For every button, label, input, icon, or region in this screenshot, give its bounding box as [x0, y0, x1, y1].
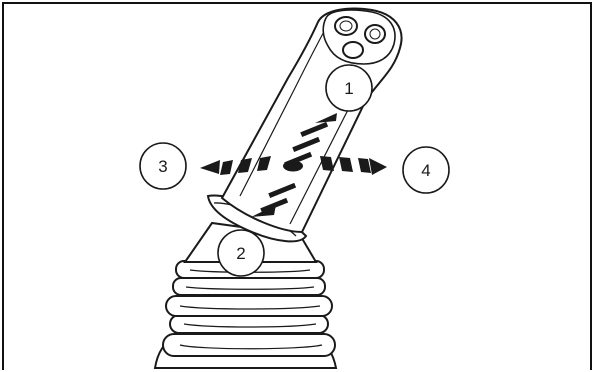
callout-4: 4	[403, 147, 449, 193]
callout-1-label: 1	[344, 79, 353, 98]
button-bottom	[343, 42, 363, 58]
callout-2-label: 2	[236, 244, 245, 263]
joystick-handle	[208, 9, 402, 242]
callout-3: 3	[140, 143, 186, 189]
callout-4-label: 4	[421, 161, 430, 180]
center-dot	[283, 161, 303, 172]
callout-1: 1	[326, 65, 372, 111]
callout-3-label: 3	[158, 157, 167, 176]
callout-2: 2	[218, 230, 264, 276]
right-arrowhead	[369, 158, 387, 175]
left-arrowhead	[200, 160, 220, 174]
